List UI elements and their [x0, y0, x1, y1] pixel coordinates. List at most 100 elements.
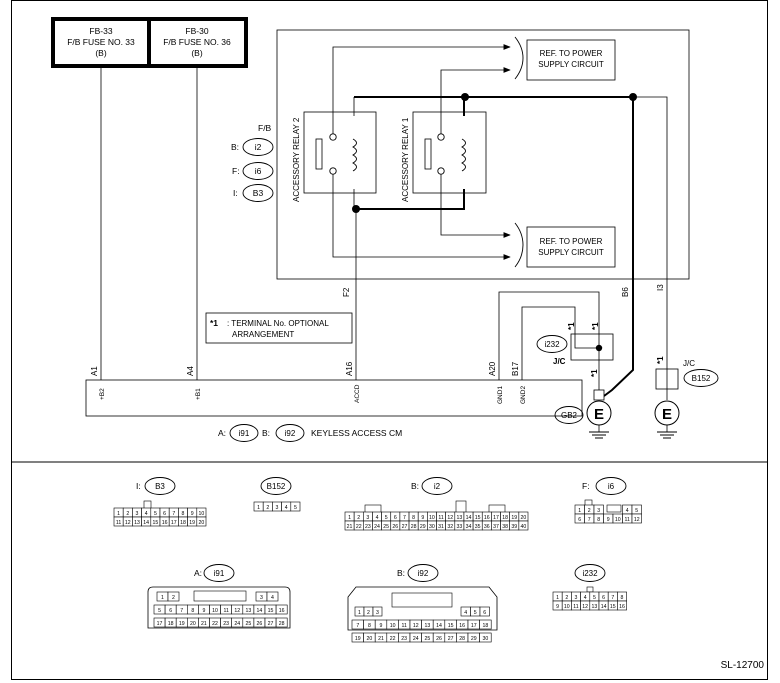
svg-text:1: 1 — [348, 515, 351, 521]
svg-text:14: 14 — [466, 515, 472, 521]
svg-text:REF. TO POWER: REF. TO POWER — [540, 237, 603, 246]
svg-text:37: 37 — [493, 524, 499, 530]
svg-text:B:: B: — [262, 428, 270, 438]
pin-cell: 28 — [275, 617, 288, 628]
pin-cell: 25 — [421, 632, 434, 643]
svg-text:18: 18 — [168, 621, 174, 627]
pin-cell: 13 — [242, 604, 255, 615]
svg-text:26: 26 — [257, 621, 263, 627]
svg-text:+B1: +B1 — [195, 388, 202, 400]
svg-text:11: 11 — [402, 623, 407, 629]
accessory-relay-1: ACCESSORY RELAY 1 — [401, 111, 487, 202]
svg-text:A:: A: — [218, 428, 226, 438]
svg-text:19: 19 — [189, 520, 195, 526]
svg-text:10: 10 — [429, 515, 435, 521]
svg-text:5: 5 — [593, 595, 596, 601]
svg-text:4: 4 — [376, 515, 379, 521]
svg-text:20: 20 — [199, 520, 205, 526]
svg-text:5: 5 — [154, 511, 157, 517]
svg-text:19: 19 — [355, 636, 361, 642]
svg-text:10: 10 — [615, 517, 621, 523]
svg-text:12: 12 — [447, 515, 453, 521]
pin-cell: 30 — [427, 520, 437, 531]
pin-cell: 1 — [113, 507, 124, 518]
pin-cell: 2 — [262, 501, 273, 512]
svg-text:6: 6 — [169, 608, 172, 614]
pin-cell: 4 — [281, 501, 292, 512]
pin-cell: 1 — [344, 511, 355, 522]
pin-cell: 25 — [381, 520, 392, 531]
svg-text:*1: *1 — [567, 322, 576, 330]
svg-text:21: 21 — [201, 621, 207, 627]
svg-text:5: 5 — [158, 608, 161, 614]
svg-text:16: 16 — [459, 623, 465, 629]
pin-cell: 10 — [427, 511, 437, 522]
pin-cell: 20 — [518, 511, 529, 522]
pin-cell: 4 — [266, 591, 279, 602]
connector-tag-i6: F: i6 — [232, 162, 274, 180]
fuse-30-name: F/B FUSE NO. 36 — [163, 37, 231, 47]
pin-cell: 28 — [408, 520, 419, 531]
pin-cell: 2 — [363, 606, 374, 617]
pin-cell: 33 — [454, 520, 465, 531]
pin-cell: 35 — [472, 520, 483, 531]
svg-text:7: 7 — [403, 515, 406, 521]
pin-cell: 4 — [141, 507, 152, 518]
svg-text:18: 18 — [180, 520, 186, 526]
svg-text:3: 3 — [136, 511, 139, 517]
svg-text:B3: B3 — [253, 188, 264, 198]
svg-text:SUPPLY CIRCUIT: SUPPLY CIRCUIT — [538, 60, 604, 69]
svg-text:40: 40 — [521, 524, 527, 530]
svg-text:2: 2 — [588, 508, 591, 514]
svg-text:20: 20 — [367, 636, 373, 642]
svg-text:19: 19 — [179, 621, 185, 627]
pin-cell: 19 — [175, 617, 188, 628]
svg-text:35: 35 — [475, 524, 481, 530]
cm-pins: A1 +B2 A4 +B1 A16 ACCD A20 GND1 B17 GND2 — [90, 361, 527, 404]
svg-text:4: 4 — [626, 508, 629, 514]
ground-wires — [498, 291, 600, 390]
pin-cell: 26 — [432, 632, 446, 643]
svg-text:7: 7 — [588, 517, 591, 523]
pin-cell: 11 — [398, 619, 411, 630]
svg-text:ARRANGEMENT: ARRANGEMENT — [232, 330, 294, 339]
svg-text:22: 22 — [356, 524, 362, 530]
pin-cell: 11 — [436, 511, 446, 522]
svg-text:12: 12 — [234, 608, 240, 614]
svg-text:23: 23 — [223, 621, 229, 627]
pin-cell: 3 — [593, 504, 604, 515]
pin-cell: 10 — [209, 604, 221, 615]
pin-cell: 2 — [122, 507, 133, 518]
pin-cell: 1 — [574, 504, 585, 515]
svg-text:B:: B: — [411, 481, 419, 491]
pin-cell: 8 — [187, 604, 199, 615]
svg-text:31: 31 — [438, 524, 444, 530]
pin-cell: 28 — [456, 632, 469, 643]
pin-cell: 6 — [390, 511, 401, 522]
ground-b152-code: B152 — [692, 374, 711, 383]
pin-cell: 1 — [156, 591, 169, 602]
pin-cell: 11 — [113, 516, 124, 527]
pin-cell: 2 — [353, 511, 364, 522]
svg-text:i91: i91 — [239, 429, 250, 438]
pin-cell: 5 — [470, 606, 481, 617]
junction-dot — [461, 93, 469, 101]
svg-text:ACCD: ACCD — [354, 384, 361, 403]
svg-text:9: 9 — [191, 511, 194, 517]
pin-cell: 15 — [264, 604, 277, 615]
pin-cell: 5 — [631, 504, 642, 515]
pin-cell: 4 — [622, 504, 633, 515]
pin-cell: 9 — [374, 619, 388, 630]
pin-cell: 1 — [354, 606, 365, 617]
svg-text:14: 14 — [143, 520, 149, 526]
svg-text:3: 3 — [376, 610, 379, 616]
svg-text:i2: i2 — [434, 482, 441, 491]
pin-cell: 21 — [344, 520, 355, 531]
svg-text:J/C: J/C — [553, 357, 566, 366]
svg-text:3: 3 — [366, 515, 369, 521]
svg-text:13: 13 — [456, 515, 462, 521]
pin-cell: 20 — [187, 617, 199, 628]
